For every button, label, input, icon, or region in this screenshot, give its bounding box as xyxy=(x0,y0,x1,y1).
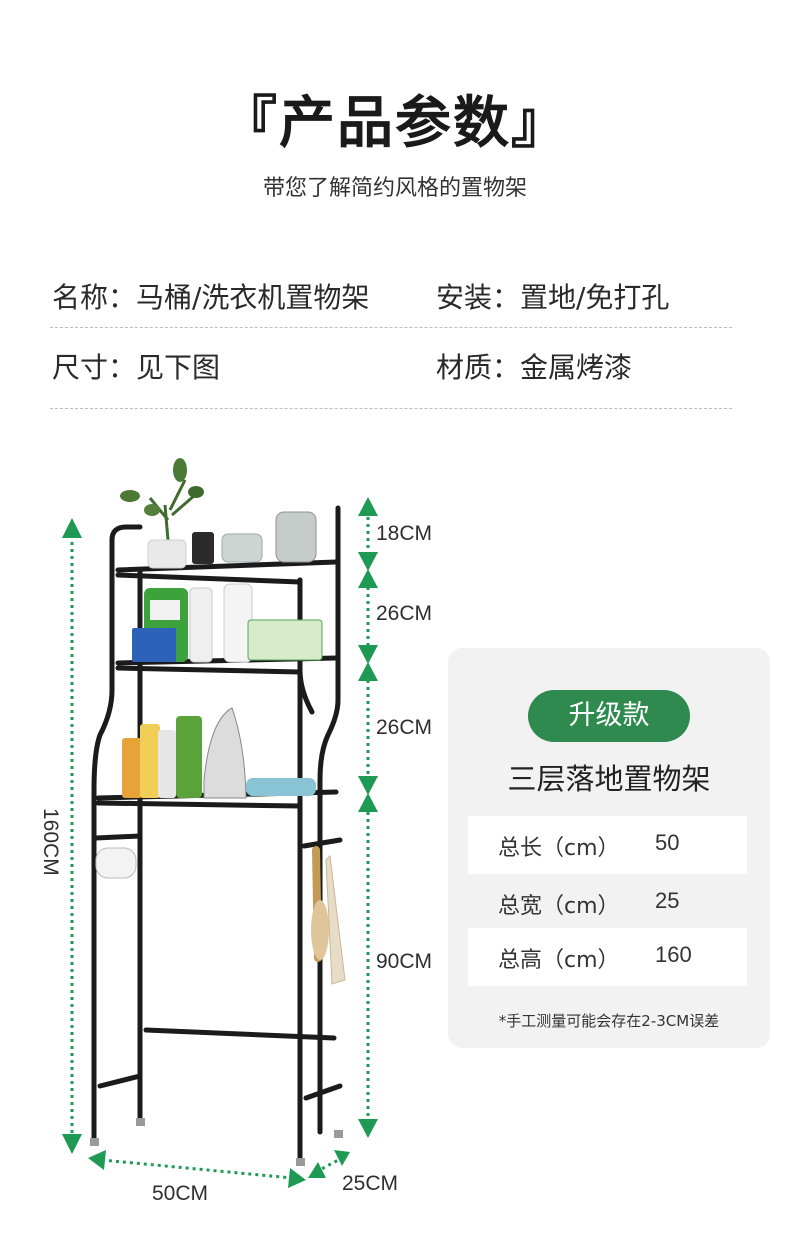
dim-depth: 25CM xyxy=(342,1172,399,1195)
spec-card: 升级款 三层落地置物架 总长（cm） 50 总宽（cm） 25 总高（cm） 1… xyxy=(448,648,770,1048)
dim-width: 50CM xyxy=(152,1182,209,1205)
spec-name: 名称：马桶/洗衣机置物架 xyxy=(52,281,370,314)
shelf-feet xyxy=(90,1118,343,1166)
dim-shelf3-gap: 26CM xyxy=(376,716,433,739)
divider-1 xyxy=(50,327,732,328)
bottom-shelf-items xyxy=(122,707,316,799)
segment-arrowheads xyxy=(358,497,378,1138)
table-row: 总宽（cm） 25 xyxy=(468,874,747,932)
depth-arrow xyxy=(308,1150,350,1178)
dim-top-gap: 18CM xyxy=(376,522,433,545)
row-key: 总长（cm） xyxy=(498,836,620,861)
page-subtitle: 带您了解简约风格的置物架 xyxy=(262,176,527,201)
card-title: 三层落地置物架 xyxy=(507,762,711,796)
top-shelf-items xyxy=(120,458,317,569)
row-value: 50 xyxy=(655,830,680,855)
row-value: 25 xyxy=(655,888,680,913)
table-row: 总长（cm） 50 xyxy=(468,816,747,874)
total-height-arrow xyxy=(62,518,82,1154)
shelf-illustration xyxy=(62,458,378,1188)
measurement-note: *手工测量可能会存在2-3CM误差 xyxy=(498,1012,720,1030)
shelf-frame xyxy=(91,505,343,1165)
width-arrow xyxy=(88,1150,306,1188)
dim-bottom-gap: 90CM xyxy=(376,950,433,973)
side-accessories xyxy=(95,846,346,985)
row-value: 160 xyxy=(655,942,692,967)
spec-install: 安装：置地/免打孔 xyxy=(436,281,670,314)
spec-size: 尺寸：见下图 xyxy=(52,351,221,384)
page-title: 『产品参数』 xyxy=(221,91,569,156)
table-row: 总高（cm） 160 xyxy=(468,928,747,986)
dim-total-height: 160CM xyxy=(39,808,62,876)
row-key: 总高（cm） xyxy=(498,948,620,973)
spec-material: 材质：金属烤漆 xyxy=(436,351,633,384)
divider-2 xyxy=(50,408,732,409)
middle-shelf-items xyxy=(132,583,323,663)
dim-shelf2-gap: 26CM xyxy=(376,602,433,625)
row-key: 总宽（cm） xyxy=(498,894,620,919)
upgrade-badge: 升级款 xyxy=(528,690,690,742)
